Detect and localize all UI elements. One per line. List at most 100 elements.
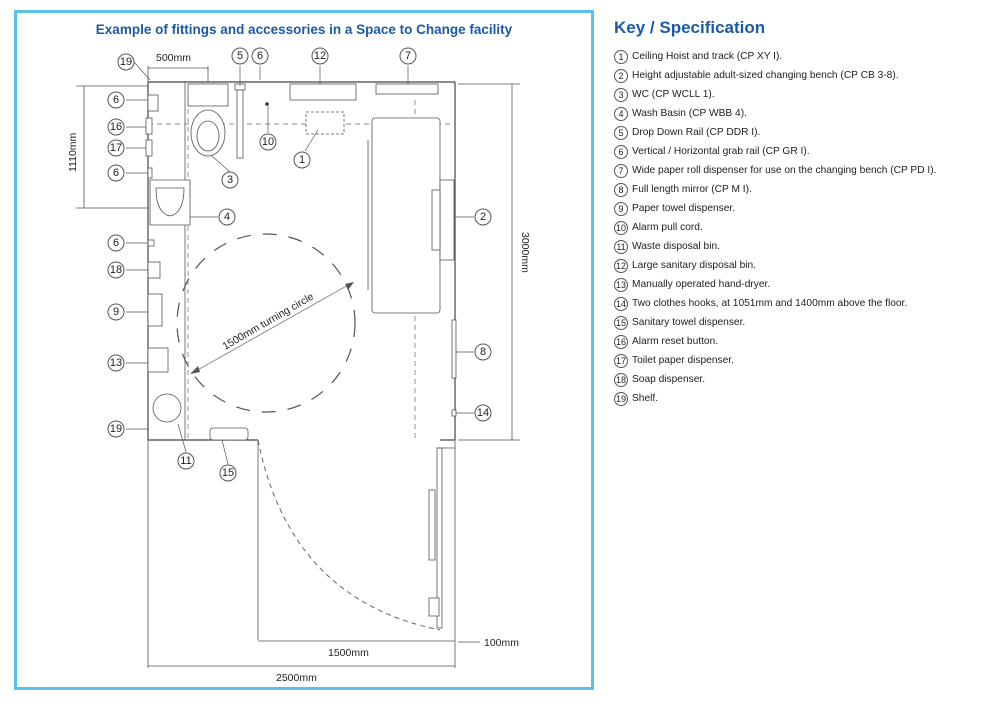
dimension-3000: 3000mm	[519, 232, 531, 273]
callout-circle	[474, 404, 492, 422]
key-item-number: 19	[614, 391, 628, 406]
key-item-number: 17	[614, 353, 628, 368]
top-wall-fixtures	[234, 83, 439, 159]
callout-14: 14	[474, 404, 492, 422]
callout-circle	[474, 208, 492, 226]
key-item-number: 6	[614, 144, 628, 159]
key-item: 16 Alarm reset button.	[614, 332, 994, 351]
callout-number: 19	[110, 423, 122, 435]
key-item-number: 16	[614, 334, 628, 349]
wc-fixture	[187, 83, 229, 157]
callout-number: 6	[113, 94, 119, 106]
callout-6-left-a: 6	[107, 91, 125, 109]
dimension-1110: 1110mm	[67, 132, 79, 172]
key-item-text: Toilet paper dispenser.	[632, 355, 734, 366]
key-item-number: 2	[614, 68, 628, 83]
plan-title: Example of fittings and accessories in a…	[95, 22, 513, 37]
key-item-number: 14	[614, 296, 628, 311]
callout-markers: 19 5 6 12 7 6 16 17 6 10 1 3 4 2 6 18 9 …	[107, 47, 492, 482]
dimension-lines: 500mm 1110mm 3000mm 1500mm 2500mm 100mm	[67, 52, 531, 684]
callout-number: 18	[110, 264, 122, 276]
turning-circle-label: 1500mm turning circle	[221, 290, 317, 352]
key-item-number: 11	[614, 239, 628, 254]
key-item-text: Drop Down Rail (CP DDR I).	[632, 127, 761, 138]
key-item-number: 10	[614, 220, 628, 235]
key-item-text: Sanitary towel dispenser.	[632, 317, 746, 328]
turning-circle: 1500mm turning circle	[176, 233, 356, 413]
callout-circle	[107, 261, 125, 279]
key-item-text: Shelf.	[632, 393, 659, 404]
callout-circle	[221, 171, 239, 189]
key-item: 17 Toilet paper dispenser.	[614, 351, 994, 370]
callout-number: 12	[314, 50, 326, 62]
key-item-text: Alarm pull cord.	[632, 222, 703, 233]
key-item-text: WC (CP WCLL 1).	[632, 89, 715, 100]
callout-number: 5	[237, 50, 243, 62]
door-swing	[257, 439, 455, 631]
callout-number: 4	[224, 211, 230, 223]
callout-number: 6	[257, 50, 263, 62]
callout-9: 9	[107, 303, 125, 321]
key-item-number: 4	[614, 106, 628, 121]
changing-bench	[367, 117, 455, 314]
callout-number: 1	[299, 154, 305, 166]
callout-19-top: 19	[117, 53, 135, 71]
key-item-number: 3	[614, 87, 628, 102]
callout-number: 3	[227, 174, 233, 186]
key-item-text: Wide paper roll dispenser for use on the…	[632, 165, 937, 176]
callout-circle	[177, 452, 195, 470]
callout-16: 16	[107, 118, 125, 136]
callout-circle	[218, 208, 236, 226]
callout-1: 1	[293, 151, 311, 169]
callout-6-left-c: 6	[107, 234, 125, 252]
left-wall-fixtures	[145, 94, 457, 441]
key-item: 4 Wash Basin (CP WBB 4).	[614, 104, 994, 123]
key-item-text: Soap dispenser.	[632, 374, 706, 385]
key-item-text: Height adjustable adult-sized changing b…	[632, 70, 899, 81]
callout-11: 11	[177, 452, 195, 470]
callout-number: 14	[477, 407, 489, 419]
floor-plan-panel: Example of fittings and accessories in a…	[14, 10, 594, 690]
key-item: 11 Waste disposal bin.	[614, 237, 994, 256]
key-item-text: Full length mirror (CP M I).	[632, 184, 752, 195]
key-item-text: Wash Basin (CP WBB 4).	[632, 108, 747, 119]
callout-circle	[399, 47, 417, 65]
callout-number: 2	[480, 211, 486, 223]
callout-circle	[107, 164, 125, 182]
key-item-text: Waste disposal bin.	[632, 241, 720, 252]
callout-circle	[107, 91, 125, 109]
key-item-text: Paper towel dispenser.	[632, 203, 736, 214]
callout-circle	[107, 354, 125, 372]
callout-2: 2	[474, 208, 492, 226]
callout-10: 10	[259, 133, 277, 151]
callout-17: 17	[107, 139, 125, 157]
callout-number: 13	[110, 357, 122, 369]
callout-number: 9	[113, 306, 119, 318]
key-item-number: 13	[614, 277, 628, 292]
callout-number: 8	[480, 346, 486, 358]
callout-circle	[474, 343, 492, 361]
key-item-text: Alarm reset button.	[632, 336, 719, 347]
key-item-number: 18	[614, 372, 628, 387]
callout-circle	[259, 133, 277, 151]
key-item-number: 8	[614, 182, 628, 197]
dimension-100: 100mm	[484, 637, 519, 649]
dimension-500: 500mm	[156, 52, 191, 64]
callout-15: 15	[219, 464, 237, 482]
callout-circle	[107, 420, 125, 438]
key-item: 3 WC (CP WCLL 1).	[614, 85, 994, 104]
callout-circle	[107, 139, 125, 157]
key-item: 18 Soap dispenser.	[614, 370, 994, 389]
callout-13: 13	[107, 354, 125, 372]
callout-12: 12	[311, 47, 329, 65]
key-item-text: Large sanitary disposal bin.	[632, 260, 757, 271]
callout-circle	[293, 151, 311, 169]
callout-number: 10	[262, 136, 274, 148]
callout-circle	[231, 47, 249, 65]
